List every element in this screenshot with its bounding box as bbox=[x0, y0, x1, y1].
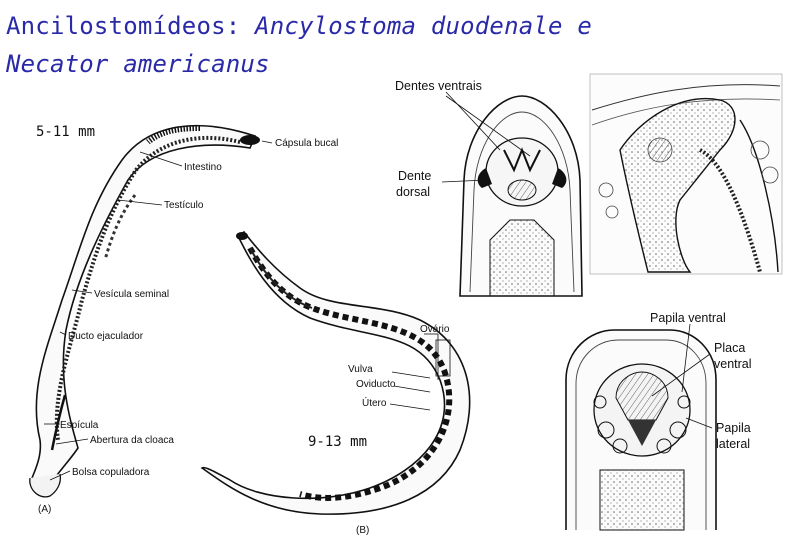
male-size-label: 5-11 mm bbox=[36, 124, 95, 140]
male-buccal-capsule bbox=[240, 135, 260, 145]
label-bolsa-copuladora: Bolsa copuladora bbox=[72, 467, 150, 478]
female-worm-figure: 9-13 mm Ovário Vulva Oviducto Útero (B) bbox=[202, 232, 470, 536]
label-placa-ventral-2: ventral bbox=[714, 357, 752, 371]
label-papila-lateral-2: lateral bbox=[716, 437, 750, 451]
necator-head-figure: Papila ventral Placa ventral Papila late… bbox=[566, 311, 752, 530]
male-worm-figure: 5-11 mm Cápsula bucal Intestino Testícul… bbox=[30, 124, 339, 515]
label-capsula-bucal: Cápsula bucal bbox=[275, 138, 338, 149]
label-vesicula-seminal: Vesícula seminal bbox=[94, 289, 169, 300]
necator-esophagus bbox=[600, 470, 684, 530]
label-papila-lateral-1: Papila bbox=[716, 421, 751, 435]
necator-cutting-plates bbox=[616, 372, 668, 420]
label-vulva: Vulva bbox=[348, 364, 373, 375]
label-dente-dorsal-1: Dente bbox=[398, 169, 431, 183]
ancylostoma-mouth-structure bbox=[508, 180, 536, 200]
female-body-outline bbox=[202, 232, 470, 514]
ancylostoma-head-figure: Dentes ventrais Dente dorsal bbox=[395, 79, 582, 296]
label-utero: Útero bbox=[362, 396, 387, 409]
label-papila-ventral: Papila ventral bbox=[650, 311, 726, 325]
label-intestino: Intestino bbox=[184, 162, 222, 173]
female-buccal-capsule bbox=[236, 232, 248, 240]
panel-label-b: (B) bbox=[356, 525, 369, 536]
label-dente-dorsal-2: dorsal bbox=[396, 185, 430, 199]
female-size-label: 9-13 mm bbox=[308, 434, 367, 450]
label-placa-ventral-1: Placa bbox=[714, 341, 745, 355]
ancylostoma-esophagus bbox=[490, 220, 554, 296]
label-ovario: Ovário bbox=[420, 324, 450, 335]
panel-label-a: (A) bbox=[38, 504, 51, 515]
label-testiculo: Testículo bbox=[164, 200, 204, 211]
histology-section-figure bbox=[590, 74, 782, 274]
label-dentes-ventrais: Dentes ventrais bbox=[395, 79, 482, 93]
label-espicula: Espícula bbox=[60, 420, 99, 431]
label-ducto-ejaculador: Ducto ejaculador bbox=[68, 331, 144, 342]
label-oviducto: Oviducto bbox=[356, 379, 396, 390]
label-abertura-cloaca: Abertura da cloaca bbox=[90, 435, 174, 446]
